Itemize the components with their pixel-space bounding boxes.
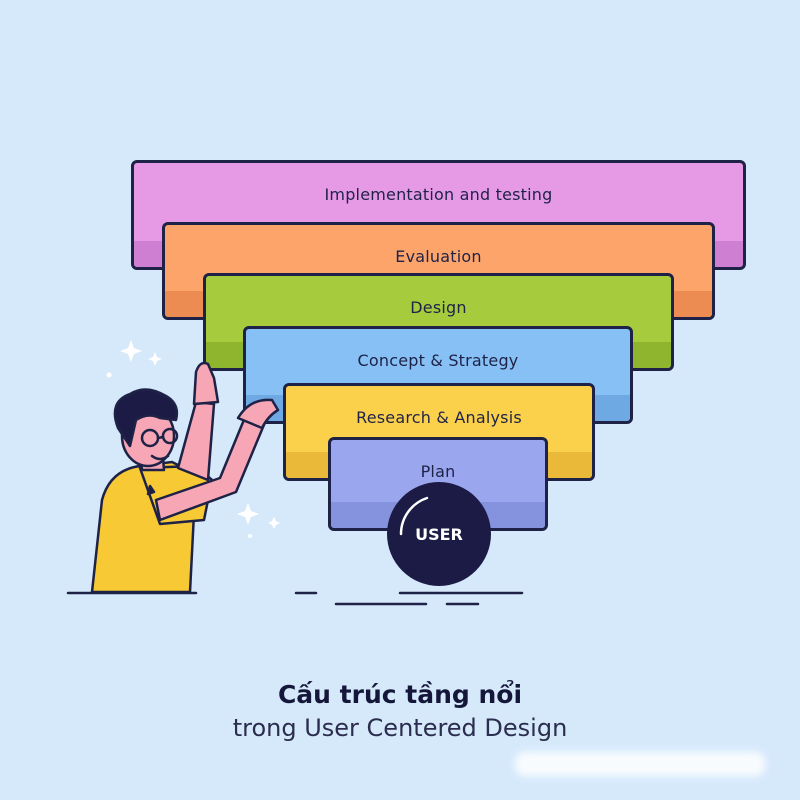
blurred-watermark (515, 752, 765, 776)
user-core-circle: USER (387, 482, 491, 586)
layer-label: Design (410, 298, 467, 317)
layer-label: Concept & Strategy (357, 351, 519, 370)
layer-label: Plan (420, 462, 456, 481)
user-label: USER (415, 524, 463, 544)
caption-title: Cấu trúc tầng nổi (277, 680, 523, 709)
layer-label: Research & Analysis (356, 408, 522, 427)
layer-label: Implementation and testing (324, 185, 553, 204)
circle-highlight (399, 496, 429, 536)
caption-subtitle: trong User Centered Design (232, 714, 568, 742)
layer-label: Evaluation (395, 247, 482, 266)
